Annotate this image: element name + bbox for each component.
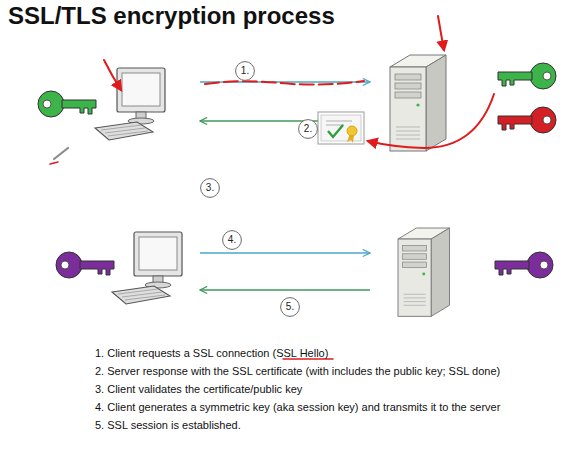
callout-circle: 1. bbox=[235, 61, 255, 81]
callout-number: 3. bbox=[200, 178, 220, 198]
step-text: 3. Client validates the certificate/publ… bbox=[95, 382, 302, 396]
server bbox=[390, 55, 446, 151]
client-computer bbox=[95, 68, 165, 140]
session-key bbox=[56, 252, 114, 278]
step-text: 2. Server response with the SSL certific… bbox=[95, 364, 500, 378]
callout-number: 4. bbox=[222, 230, 242, 250]
annotation-marks bbox=[50, 16, 494, 359]
client-computer bbox=[112, 232, 182, 304]
server bbox=[398, 228, 450, 316]
circle-shape bbox=[299, 120, 318, 139]
annotation-dash bbox=[205, 81, 364, 85]
callout-circle: 5. bbox=[280, 297, 300, 317]
callout-number: 5. bbox=[280, 297, 300, 317]
circle-shape bbox=[223, 231, 242, 250]
public-key bbox=[38, 91, 96, 117]
circle-shape bbox=[201, 179, 220, 198]
callout-circle: 2. bbox=[298, 119, 318, 139]
callout-circle: 4. bbox=[222, 230, 242, 250]
pen-icon bbox=[54, 148, 68, 159]
annotation-arrow bbox=[368, 94, 494, 148]
step-text: 5. SSL session is established. bbox=[95, 418, 241, 432]
circle-shape bbox=[281, 298, 300, 317]
public-key bbox=[498, 63, 556, 89]
annotation-arrow bbox=[438, 16, 444, 50]
message-arrow bbox=[200, 252, 370, 253]
annotation-scribble bbox=[50, 162, 58, 164]
certificate-icon bbox=[318, 112, 364, 144]
annotation-arrow bbox=[104, 60, 121, 90]
callout-number: 1. bbox=[235, 61, 255, 81]
step-text: 4. Client generates a symmetric key (aka… bbox=[95, 400, 500, 414]
session-key bbox=[495, 252, 553, 278]
step-text: 1. Client requests a SSL connection (SSL… bbox=[95, 346, 328, 360]
callout-number: 2. bbox=[298, 119, 318, 139]
message-arrow bbox=[200, 289, 370, 290]
circle-shape bbox=[236, 62, 255, 81]
private-key bbox=[498, 107, 556, 133]
callout-circle: 3. bbox=[200, 178, 220, 198]
diagram-title: SSL/TLS encryption process bbox=[8, 2, 335, 30]
